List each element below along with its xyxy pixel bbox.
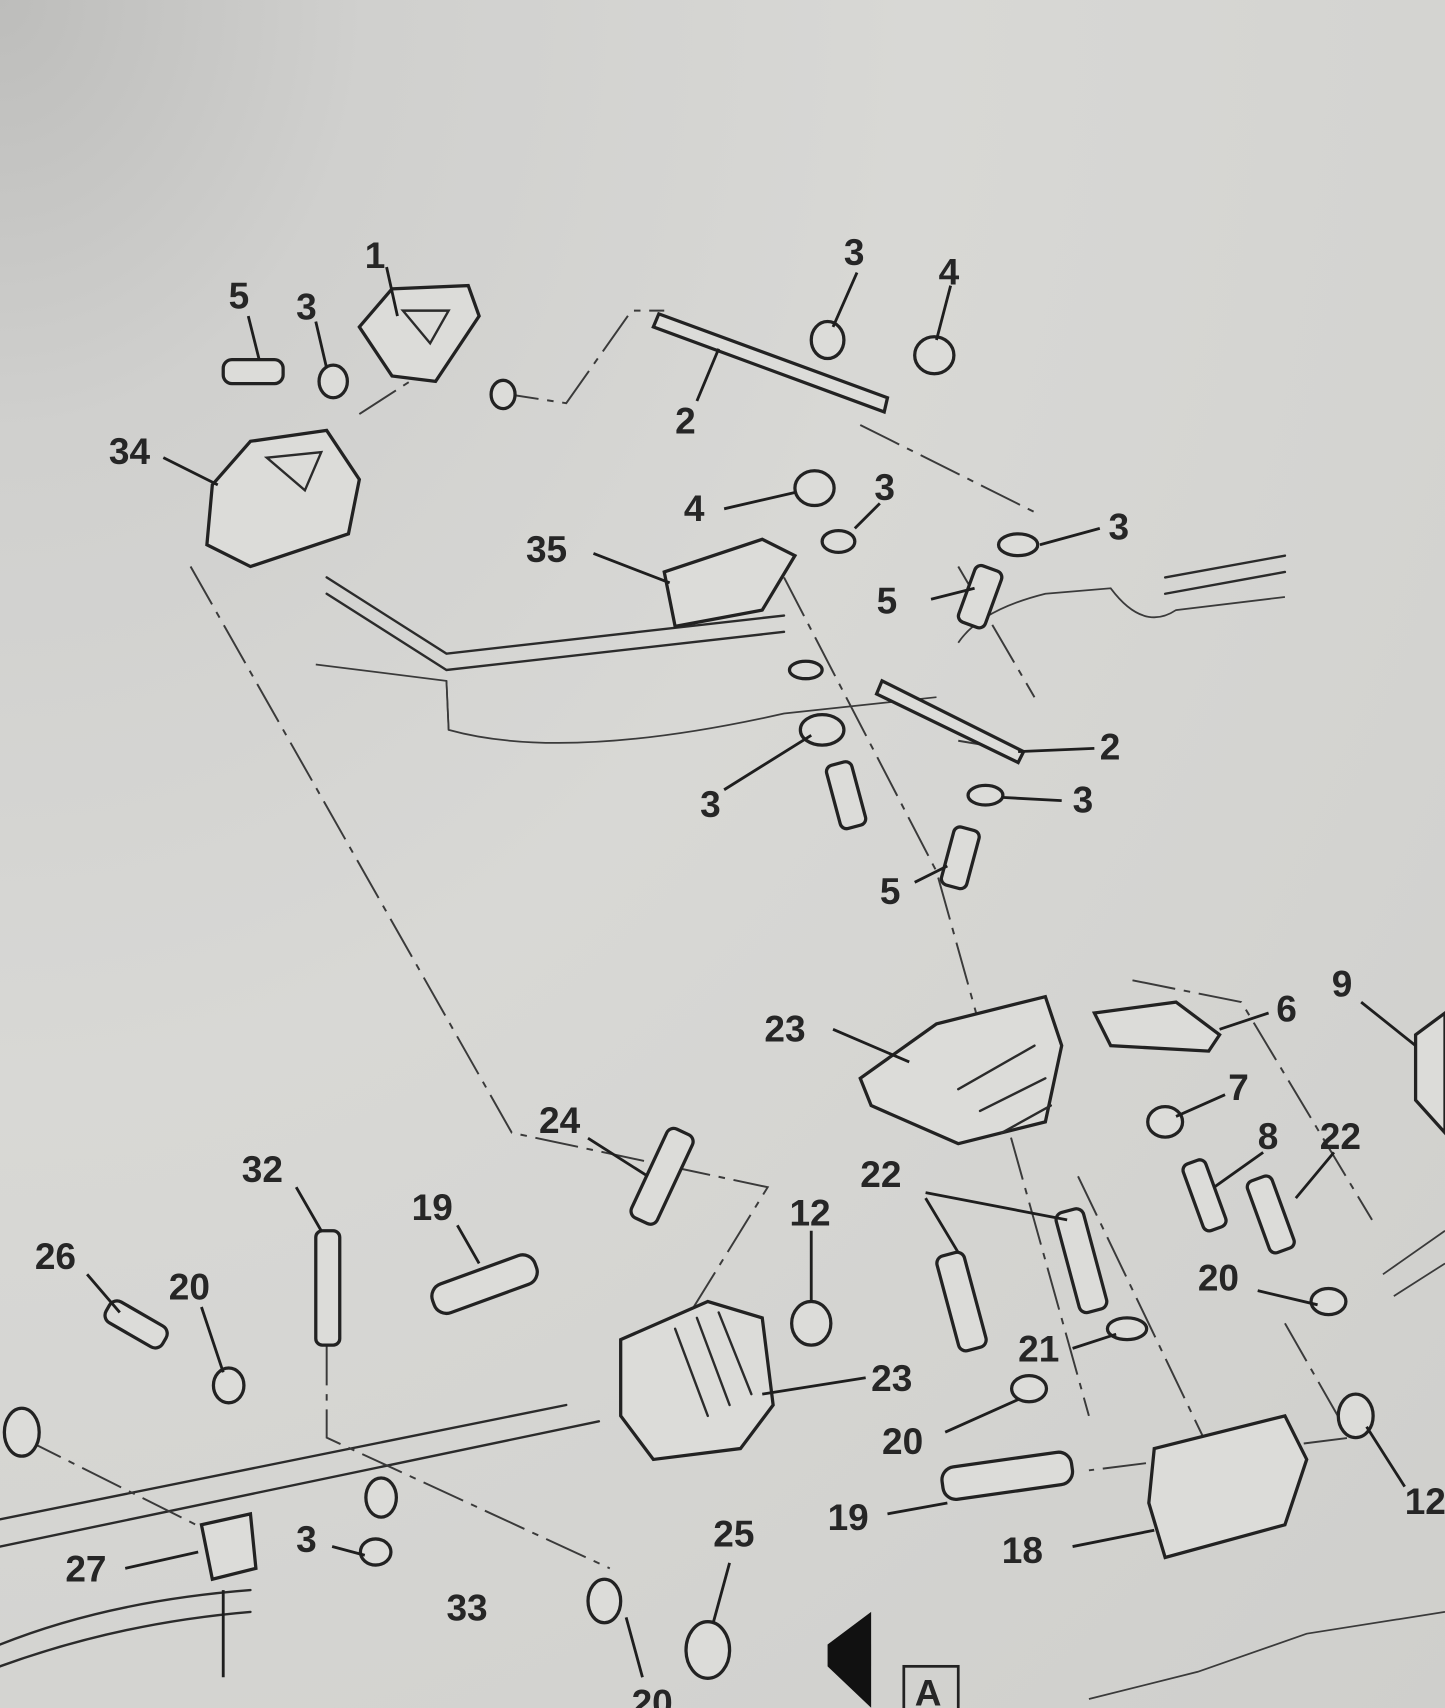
callout-label: 20	[1198, 1257, 1239, 1299]
nut-4	[793, 469, 836, 508]
view-arrow-icon	[827, 1611, 872, 1708]
callout-label: 24	[539, 1099, 581, 1141]
callout-label: 3	[1109, 505, 1130, 547]
bracket-27	[199, 1511, 258, 1582]
callout-label: 1	[365, 234, 386, 276]
bolt-19-lower	[940, 1450, 1075, 1501]
callout-label: 20	[169, 1265, 210, 1307]
callout-label: 23	[764, 1007, 805, 1049]
callout-label: 23	[871, 1357, 912, 1399]
nut-12	[790, 1299, 833, 1347]
callout-label: 34	[109, 430, 151, 472]
callout-label: 2	[1100, 725, 1121, 767]
callout-label: 5	[880, 870, 901, 912]
callout-label: 3	[844, 231, 865, 273]
callout-label: 4	[939, 250, 960, 292]
bolt-5	[221, 357, 285, 386]
callout-label: 3	[700, 783, 721, 825]
bracket-18	[1147, 1413, 1309, 1560]
view-marker-box	[902, 1664, 960, 1708]
view-marker-label: A	[915, 1672, 942, 1708]
callout-label: 35	[526, 528, 567, 570]
callout-labels: 1 5 3 34 3 4 2 4 3 35 3 5 2 3 3 5 23 6 9…	[35, 231, 1445, 1708]
vehicle-body-outline	[0, 554, 1445, 1700]
bolt-19	[430, 1253, 539, 1316]
callout-label: 3	[296, 1518, 317, 1560]
bolt-24	[629, 1126, 695, 1226]
callout-label: 32	[242, 1148, 283, 1190]
callout-label: 3	[296, 285, 317, 327]
rod-2	[651, 311, 890, 415]
callout-label: 26	[35, 1235, 76, 1277]
leader-lines	[86, 266, 1417, 1678]
callout-label: 33	[446, 1587, 487, 1629]
mount-34	[205, 428, 362, 569]
callout-label: 20	[632, 1681, 673, 1708]
plate-35	[662, 537, 798, 629]
callout-label: 25	[713, 1513, 754, 1555]
washer-3	[317, 363, 349, 400]
callout-label: 21	[1018, 1327, 1059, 1369]
callout-label: 5	[229, 274, 250, 316]
callout-label: 18	[1002, 1529, 1043, 1571]
bolt-32	[314, 1229, 342, 1347]
callout-label: 3	[874, 466, 895, 508]
callout-label: 9	[1332, 963, 1353, 1005]
callout-label: 19	[828, 1496, 869, 1538]
callout-label: 22	[1320, 1115, 1361, 1157]
parts	[2, 283, 1445, 1708]
callout-label: 12	[1405, 1480, 1445, 1522]
callout-label: 6	[1276, 988, 1297, 1030]
callout-label: 12	[789, 1191, 830, 1233]
callout-label: 3	[1073, 779, 1094, 821]
mount-23-lower	[619, 1299, 775, 1462]
bracket-1	[357, 283, 481, 384]
callout-label: 2	[675, 400, 696, 442]
callout-label: 27	[65, 1547, 106, 1589]
callout-label: 22	[860, 1153, 901, 1195]
callout-label: 5	[877, 579, 898, 621]
mount-23-upper	[858, 994, 1064, 1146]
callout-label: 19	[412, 1186, 453, 1228]
callout-label: 8	[1258, 1115, 1279, 1157]
callout-label: 7	[1228, 1066, 1249, 1108]
clip-6	[1091, 1000, 1222, 1053]
callout-label: 4	[684, 487, 705, 529]
callout-label: 20	[882, 1420, 923, 1462]
